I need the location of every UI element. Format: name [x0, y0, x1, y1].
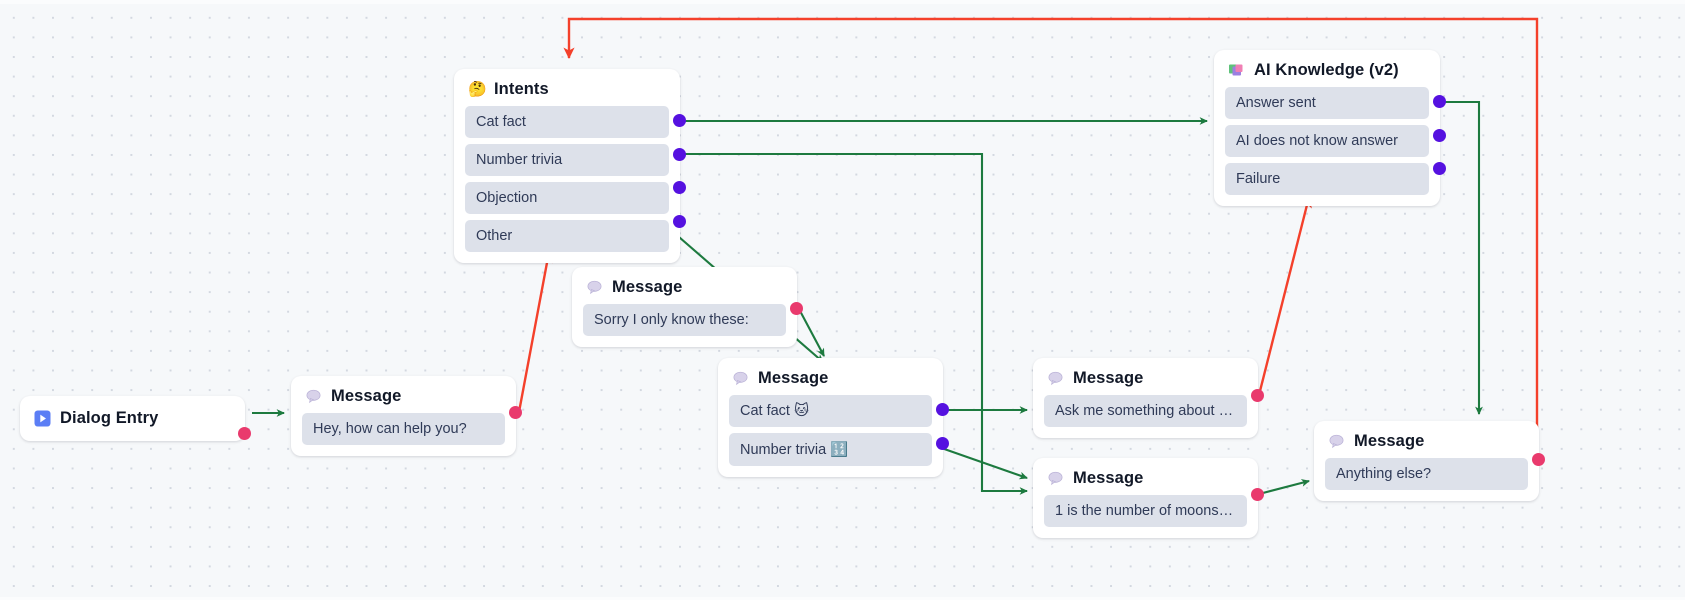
play-button-icon — [34, 410, 51, 427]
speech-bubble-icon — [305, 388, 322, 405]
edge-sorry-to-options[interactable] — [798, 308, 825, 357]
output-port[interactable] — [1251, 389, 1264, 402]
node-title: Message — [758, 369, 829, 387]
node-header: Message — [1314, 421, 1539, 458]
node-header: Message — [718, 358, 943, 395]
speech-bubble-icon — [1047, 370, 1064, 387]
option-port-objection[interactable] — [673, 181, 686, 194]
node-title: Message — [1354, 432, 1425, 450]
node-header: 🤔 Intents — [454, 69, 680, 106]
edge-anything-to-intents[interactable] — [563, 17, 1539, 459]
node-message-options[interactable]: Message Cat fact 🐱 Number trivia 🔢 — [718, 358, 949, 477]
quick-reply-number-trivia[interactable]: Number trivia 🔢 — [729, 433, 932, 466]
node-dialog-entry[interactable]: Dialog Entry — [20, 396, 251, 441]
output-port-failure[interactable] — [1433, 162, 1446, 175]
node-body: Answer sent AI does not know answer Fail… — [1214, 87, 1440, 206]
intent-option-cat-fact[interactable]: Cat fact — [465, 106, 669, 138]
output-port[interactable] — [1532, 453, 1545, 466]
output-failure[interactable]: Failure — [1225, 163, 1429, 195]
output-port-answer-sent[interactable] — [1433, 95, 1446, 108]
output-port[interactable] — [790, 302, 803, 315]
message-text[interactable]: 1 is the number of moons orbit... — [1044, 495, 1247, 527]
node-body: Sorry I only know these: — [572, 304, 797, 347]
node-body: Anything else? — [1314, 458, 1539, 501]
intent-option-objection[interactable]: Objection — [465, 182, 669, 214]
node-title: Dialog Entry — [60, 409, 159, 427]
node-message-moons[interactable]: Message 1 is the number of moons orbit..… — [1033, 458, 1264, 538]
option-port-cat-fact[interactable] — [936, 403, 949, 416]
intent-option-other[interactable]: Other — [465, 220, 669, 252]
edge-cats-to-ai-knowledge[interactable] — [1257, 196, 1312, 396]
node-title: Message — [331, 387, 402, 405]
option-port-number-trivia[interactable] — [936, 437, 949, 450]
message-text[interactable]: Hey, how can help you? — [302, 413, 505, 445]
edge-options-numbertrivia-to-moons[interactable] — [929, 443, 1028, 480]
node-body: Hey, how can help you? — [291, 413, 516, 456]
option-port-number-trivia[interactable] — [673, 148, 686, 161]
output-ai-does-not-know-answer[interactable]: AI does not know answer — [1225, 125, 1429, 157]
output-answer-sent[interactable]: Answer sent — [1225, 87, 1429, 119]
node-title: Message — [612, 278, 683, 296]
quick-reply-cat-fact[interactable]: Cat fact 🐱 — [729, 395, 932, 427]
option-port-cat-fact[interactable] — [673, 114, 686, 127]
message-text[interactable]: Sorry I only know these: — [583, 304, 786, 336]
edge-intents-numbertrivia-to-moons[interactable] — [667, 152, 1028, 495]
node-message-greeting[interactable]: Message Hey, how can help you? — [291, 376, 522, 456]
node-header: Message — [572, 267, 797, 304]
option-port-other[interactable] — [673, 215, 686, 228]
speech-bubble-icon — [1328, 433, 1345, 450]
node-message-cats[interactable]: Message Ask me something about cats. — [1033, 358, 1264, 438]
node-body: 1 is the number of moons orbit... — [1033, 495, 1258, 538]
node-body: Cat fact 🐱 Number trivia 🔢 — [718, 395, 943, 477]
node-header: Message — [1033, 458, 1258, 495]
node-ai-knowledge[interactable]: AI Knowledge (v2) Answer sent AI does no… — [1214, 50, 1446, 206]
speech-bubble-icon — [586, 279, 603, 296]
message-text[interactable]: Ask me something about cats. — [1044, 395, 1247, 427]
node-title: AI Knowledge (v2) — [1254, 61, 1399, 79]
node-header: Message — [1033, 358, 1258, 395]
edge-moons-to-anything[interactable] — [1258, 479, 1310, 496]
speech-bubble-icon — [1047, 470, 1064, 487]
node-header: Message — [291, 376, 516, 413]
edge-greeting-to-intents[interactable] — [517, 251, 553, 413]
node-intents[interactable]: 🤔 Intents Cat fact Number trivia Objecti… — [454, 69, 686, 263]
node-header: Dialog Entry — [20, 396, 245, 441]
node-body: Ask me something about cats. — [1033, 395, 1258, 438]
output-port[interactable] — [238, 427, 251, 440]
speech-bubble-icon — [732, 370, 749, 387]
node-body: Cat fact Number trivia Objection Other — [454, 106, 680, 263]
intent-option-number-trivia[interactable]: Number trivia — [465, 144, 669, 176]
output-port[interactable] — [1251, 488, 1264, 501]
node-title: Intents — [494, 80, 549, 98]
node-message-anything-else[interactable]: Message Anything else? — [1314, 421, 1545, 501]
node-title: Message — [1073, 469, 1144, 487]
node-header: AI Knowledge (v2) — [1214, 50, 1440, 87]
knowledge-layers-icon — [1228, 62, 1245, 79]
output-port-ai-does-not-know[interactable] — [1433, 129, 1446, 142]
node-message-sorry[interactable]: Message Sorry I only know these: — [572, 267, 803, 347]
message-text[interactable]: Anything else? — [1325, 458, 1528, 490]
node-title: Message — [1073, 369, 1144, 387]
thinking-face-icon: 🤔 — [468, 80, 487, 98]
output-port[interactable] — [509, 406, 522, 419]
